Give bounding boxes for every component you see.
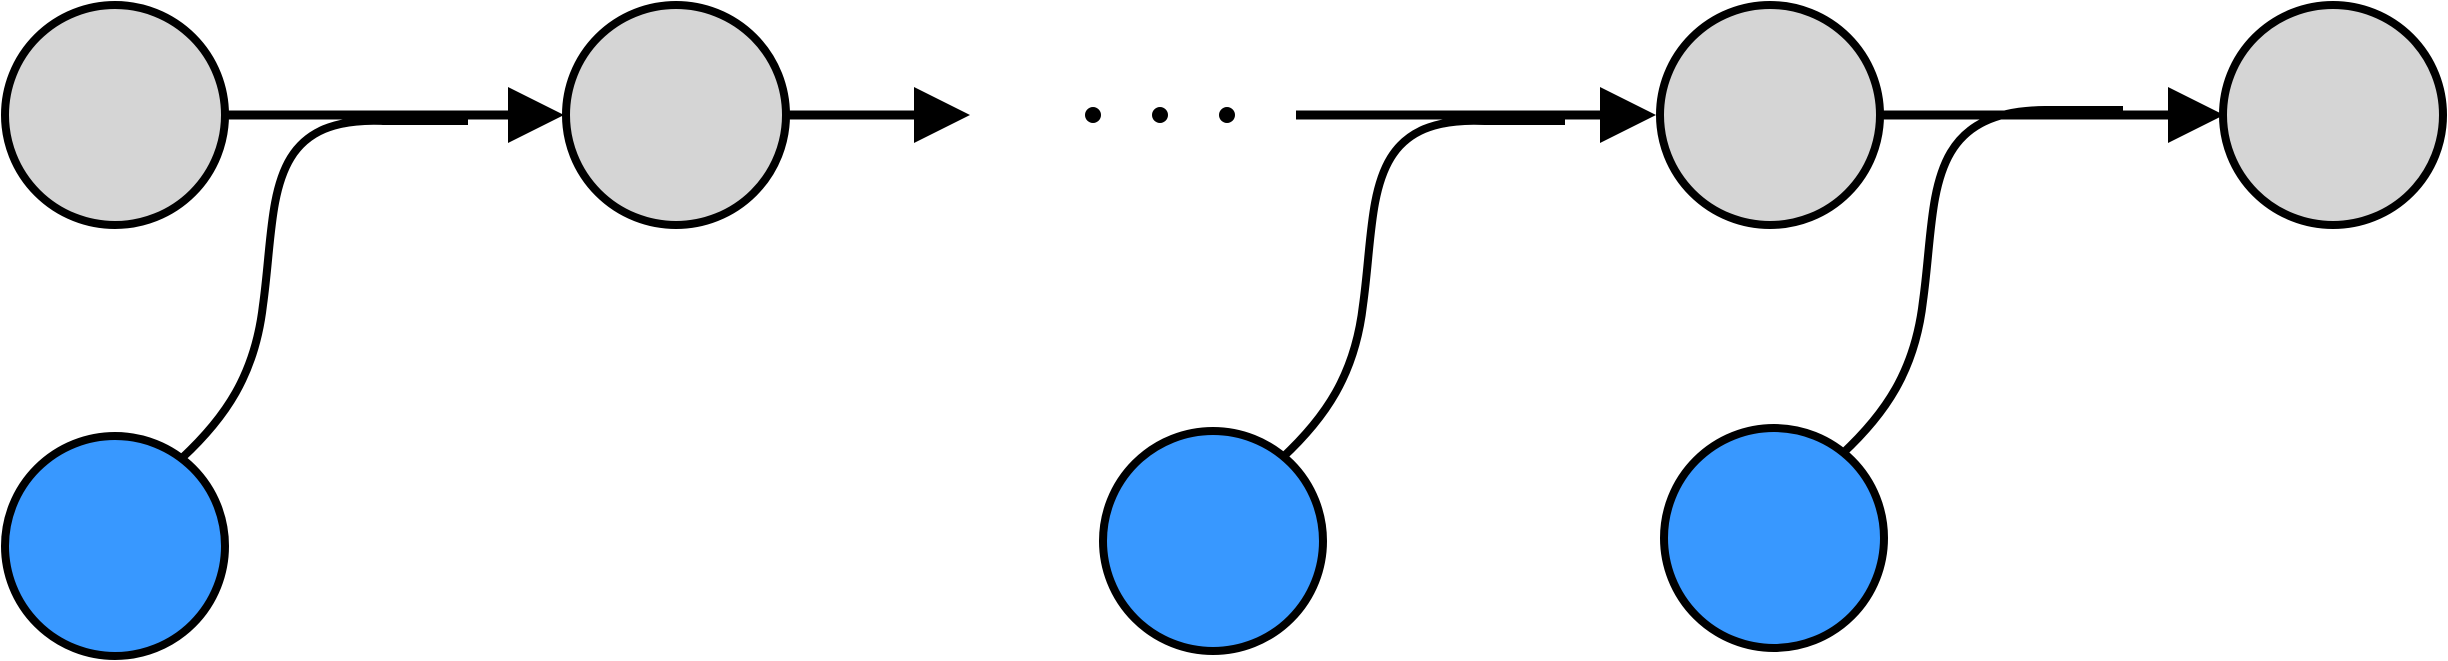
state-edges — [227, 87, 2224, 143]
ellipsis-dot — [1085, 107, 1101, 123]
arrow-right-icon — [1600, 87, 1656, 143]
input-node — [1099, 427, 1327, 655]
input-node — [1, 432, 229, 660]
edge-input-n-to-state-edge — [1839, 106, 2123, 457]
edge-state-n-minus-1-to-state-n — [1881, 87, 2224, 143]
arrow-right-icon — [2168, 87, 2224, 143]
ellipsis-dot — [1152, 107, 1168, 123]
input-node — [1660, 424, 1888, 652]
edge-state-2-to-ellipsis — [788, 87, 970, 143]
input-nodes — [1, 424, 1888, 660]
edge-ellipsis-to-state-n-minus-1 — [1296, 87, 1656, 143]
arrow-right-icon — [914, 87, 970, 143]
ellipsis — [1085, 107, 1235, 123]
state-node — [1, 1, 229, 229]
state-node — [562, 1, 790, 229]
edge-input-1-to-state-edge — [179, 116, 468, 461]
state-node — [1656, 1, 1884, 229]
state-nodes — [1, 1, 2447, 229]
input-edges — [179, 106, 2123, 461]
edge-state-1-to-state-2 — [227, 87, 564, 143]
edge-input-n-minus-1-to-state-edge — [1279, 116, 1565, 461]
arrow-right-icon — [508, 87, 564, 143]
state-node — [2219, 1, 2447, 229]
ellipsis-dot — [1219, 107, 1235, 123]
